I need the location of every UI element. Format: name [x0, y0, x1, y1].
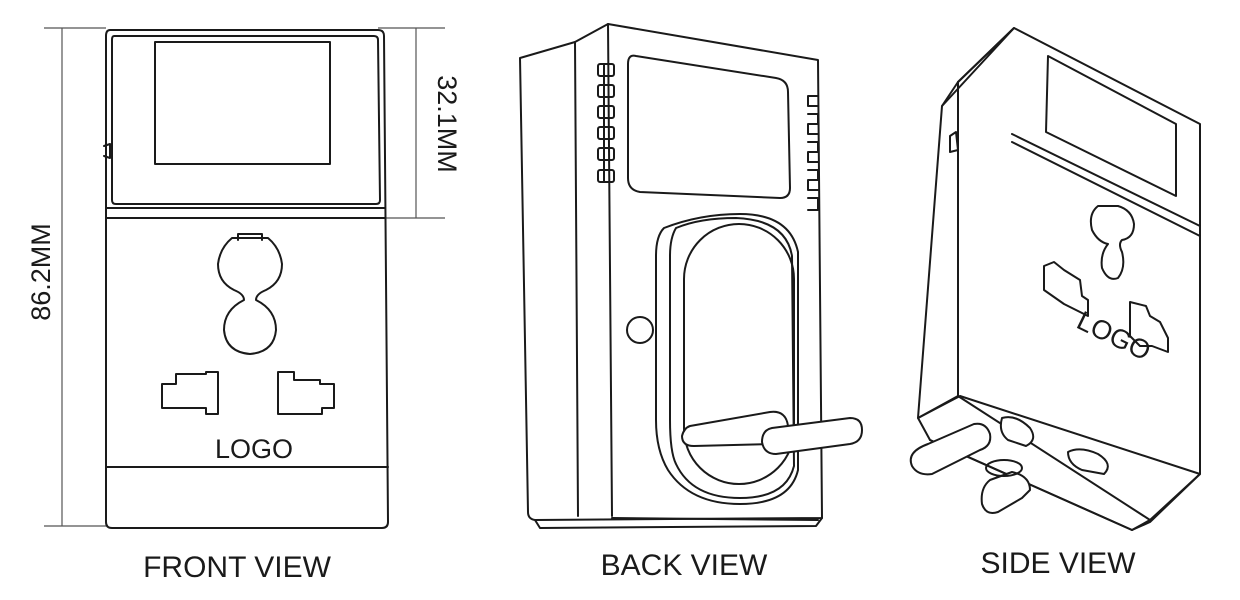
side-display	[1045, 55, 1177, 197]
back-vent-slots-right	[807, 95, 819, 211]
dimension-total-height: 86.2MM	[26, 27, 106, 527]
dimension-total-height-label: 86.2MM	[26, 223, 56, 321]
back-display-recess	[627, 54, 791, 199]
side-bottom-face	[917, 395, 1201, 531]
side-logo-text: LOGO	[1072, 305, 1155, 366]
front-display-frame	[111, 35, 381, 205]
side-view-label: SIDE VIEW	[980, 547, 1136, 580]
back-view: BACK VIEW	[519, 23, 863, 582]
front-view-label: FRONT VIEW	[143, 551, 331, 584]
back-view-label: BACK VIEW	[601, 549, 768, 582]
front-left-flat-socket	[161, 371, 219, 415]
back-plug-face	[683, 223, 795, 485]
front-right-flat-socket	[277, 371, 335, 415]
side-left-flat-socket	[1043, 261, 1089, 317]
side-left-face	[917, 27, 1015, 419]
back-vent-slots-left	[597, 63, 615, 183]
back-pins	[681, 410, 863, 455]
dimension-display-height: 32.1MM	[378, 27, 462, 219]
front-side-button-icon	[103, 143, 111, 159]
front-body-outline	[105, 29, 389, 529]
side-button-icon	[949, 131, 959, 153]
front-view: 86.2MM 32.1MM LOGO FRONT VIEW	[26, 27, 462, 584]
front-round-socket	[217, 237, 283, 355]
side-pins	[909, 416, 1109, 514]
back-earth-pin	[626, 316, 654, 344]
side-front-face	[957, 27, 1201, 521]
front-logo-text: LOGO	[215, 434, 293, 464]
side-round-socket	[1089, 205, 1135, 280]
back-body-outline	[519, 23, 823, 521]
dimension-display-height-label: 32.1MM	[432, 75, 462, 173]
front-lcd-screen	[154, 41, 331, 165]
side-view: LOGO SIDE VIEW	[909, 27, 1201, 580]
side-right-flat-socket	[1129, 301, 1169, 353]
back-plug-base	[655, 213, 799, 505]
